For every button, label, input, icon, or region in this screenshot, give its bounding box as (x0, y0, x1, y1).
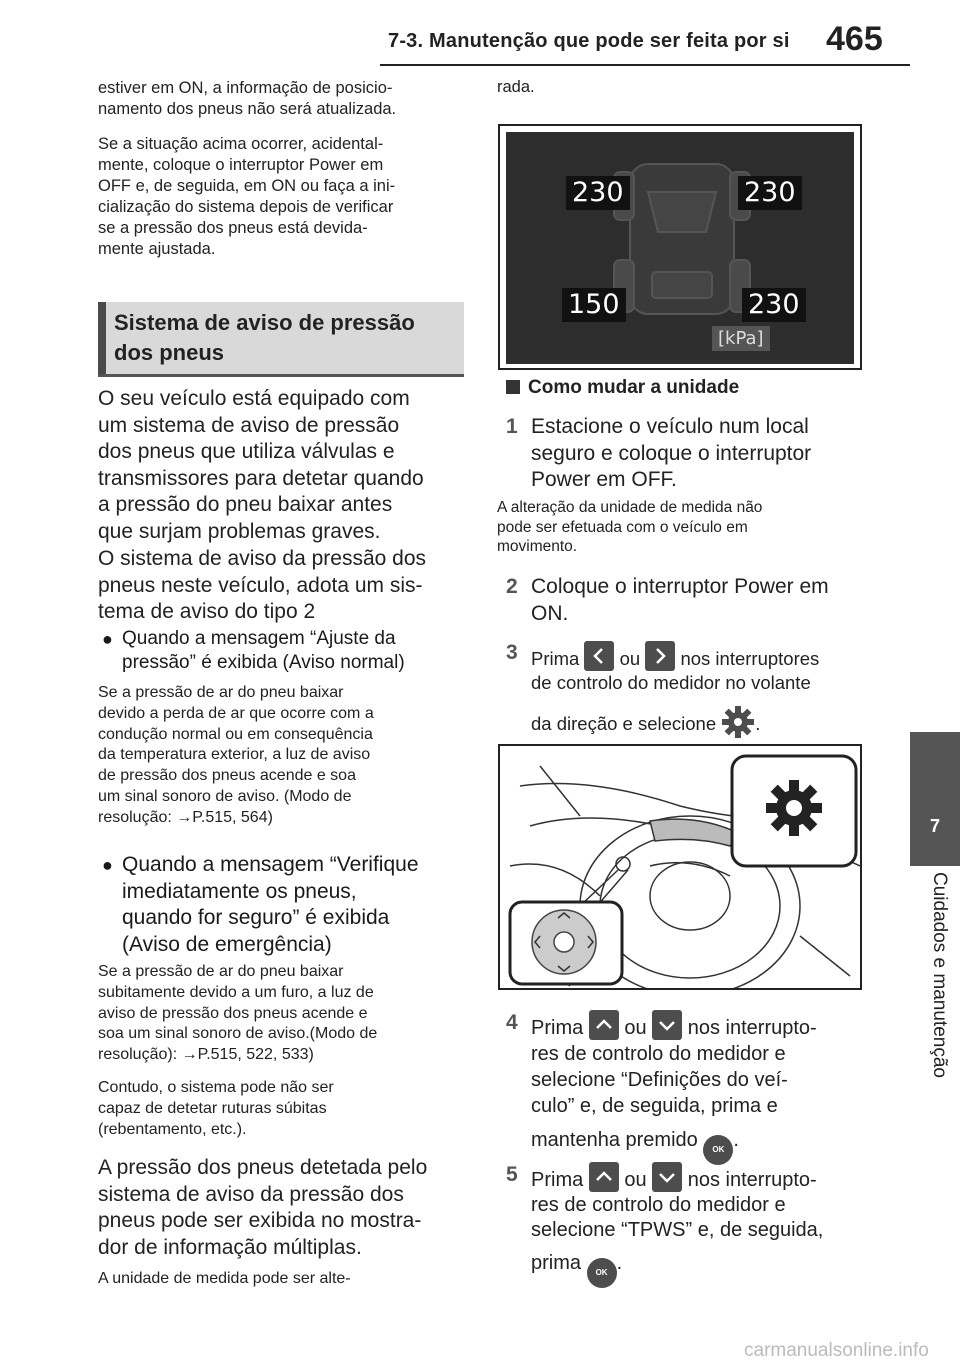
header-rule (380, 64, 910, 66)
gear-icon (722, 706, 755, 738)
step-text-part: nos interruptores (680, 648, 820, 669)
chapter-tab-label: Cuidados e manutenção (910, 866, 960, 1126)
step-4: 4 Prima ou nos interrupto- res de contro… (506, 1010, 866, 1165)
text-paragraph: Se a situação acima ocorrer, acidental- … (98, 135, 396, 258)
steering-wheel-illustration (508, 754, 860, 988)
left-arrow-button-icon (584, 641, 615, 671)
step-number: 1 (506, 415, 518, 438)
step-text-part: nos interrupto- (687, 1017, 817, 1039)
tpms-screen: 230 230 150 230 [kPa] (506, 132, 854, 364)
step-1: 1 Estacione o veículo num local seguro e… (506, 414, 866, 494)
step-number: 2 (506, 575, 518, 598)
step-text-part: ou (624, 1017, 647, 1039)
step-text-part: res de controlo do medidor e selecione “… (531, 1194, 824, 1241)
page-header: 7-3. Manutenção que pode ser feita por s… (0, 0, 960, 66)
watermark: carmanualsonline.info (744, 1340, 929, 1361)
bullet-normal-warning: ● Quando a mensagem “Ajuste da pressão” … (98, 627, 468, 675)
section-bar (98, 302, 106, 374)
bullet-text: Quando a mensagem “Verifique imediatamen… (122, 853, 419, 956)
step-text-part: . (616, 1252, 623, 1274)
ok-button-icon: OK (703, 1135, 734, 1165)
step-number: 4 (506, 1011, 518, 1034)
section-underline (98, 374, 464, 377)
step-text-part: Prima (531, 648, 580, 669)
step-text-part: ou (624, 1169, 647, 1191)
pressure-unit: [kPa] (712, 326, 770, 351)
down-arrow-button-icon (652, 1162, 683, 1192)
intro-paragraph-2: O sistema de aviso da pressão dos pneus … (98, 547, 427, 623)
step-text-part: nos interrupto- (687, 1169, 817, 1191)
bullet-note: Se a pressão de ar do pneu baixar devido… (98, 684, 374, 826)
step-text-part: da direção e selecione (531, 713, 717, 734)
text-continuation: estiver em ON, a informação de posicio- … (98, 79, 397, 118)
step-text-part: de controlo do medidor no volante (531, 672, 811, 693)
section-heading: Sistema de aviso de pressão dos pneus (98, 302, 464, 377)
step-text-part: Prima (531, 1169, 584, 1191)
bullet-note-2: Contudo, o sistema pode não ser capaz de… (98, 1079, 334, 1138)
tire-pressure-front-left: 230 (566, 176, 630, 210)
page-number: 465 (826, 20, 883, 58)
square-bullet-icon (506, 380, 520, 394)
step-number: 5 (506, 1163, 518, 1186)
closing-paragraph: A pressão dos pneus detetada pelo sistem… (98, 1156, 428, 1259)
tire-pressure-front-right: 230 (738, 176, 802, 210)
step-text-part: ou (619, 648, 641, 669)
chapter-tab-text: Cuidados e manutenção (929, 872, 950, 1078)
steering-wheel-figure (498, 744, 862, 990)
bullet-dot: ● (102, 855, 113, 875)
step-text: Prima ou nos interrupto- res de controlo… (531, 1162, 823, 1288)
step-text: Prima ou nos interruptores de controlo d… (531, 641, 819, 739)
bullet-note: Se a pressão de ar do pneu baixar subita… (98, 963, 378, 1064)
step-1-note: A alteração da unidade de medida não pod… (497, 499, 763, 555)
chapter-tab-number: 7 (929, 816, 940, 836)
tire-pressure-rear-right: 230 (742, 288, 806, 322)
step-text: Prima ou nos interrupto- res de controlo… (531, 1010, 817, 1165)
step-text-part: Prima (531, 1017, 584, 1039)
step-text-part: mantenha premido (531, 1129, 698, 1151)
section-title: Sistema de aviso de pressão dos pneus (114, 310, 415, 365)
step-text-part: res de controlo do medidor e selecione “… (531, 1043, 788, 1117)
bullet-emergency-warning: ● Quando a mensagem “Verifique imediatam… (98, 852, 468, 958)
bullet-dot: ● (102, 629, 113, 649)
step-5: 5 Prima ou nos interrupto- res de contro… (506, 1162, 866, 1288)
subheading-text: Como mudar a unidade (528, 377, 740, 398)
text-continuation: rada. (497, 78, 535, 96)
down-arrow-button-icon (652, 1010, 683, 1040)
step-text-part: . (755, 713, 761, 734)
chapter-tab: 7 (910, 732, 960, 866)
chapter-title: 7-3. Manutenção que pode ser feita por s… (388, 30, 790, 52)
subheading: Como mudar a unidade (506, 377, 739, 399)
step-2: 2 Coloque o interruptor Power em ON. (506, 574, 866, 630)
step-text: Coloque o interruptor Power em ON. (531, 575, 829, 625)
step-number: 3 (506, 641, 518, 664)
up-arrow-button-icon (588, 1162, 619, 1192)
tire-pressure-rear-left: 150 (562, 288, 626, 322)
step-text-part: . (733, 1129, 739, 1151)
step-3: 3 Prima ou nos interruptores de controlo… (506, 641, 866, 739)
step-text: Estacione o veículo num local seguro e c… (531, 415, 812, 491)
up-arrow-button-icon (588, 1010, 619, 1040)
closing-note: A unidade de medida pode ser alte- (98, 1270, 351, 1287)
step-text-part: prima (531, 1252, 582, 1274)
tpms-display-figure: 230 230 150 230 [kPa] (498, 124, 862, 370)
intro-paragraph: O seu veículo está equipado com um siste… (98, 387, 424, 543)
right-arrow-button-icon (645, 641, 676, 671)
car-outline-icon (613, 163, 751, 315)
bullet-text: Quando a mensagem “Ajuste da pressão” é … (122, 628, 405, 673)
ok-button-icon: OK (586, 1258, 617, 1288)
